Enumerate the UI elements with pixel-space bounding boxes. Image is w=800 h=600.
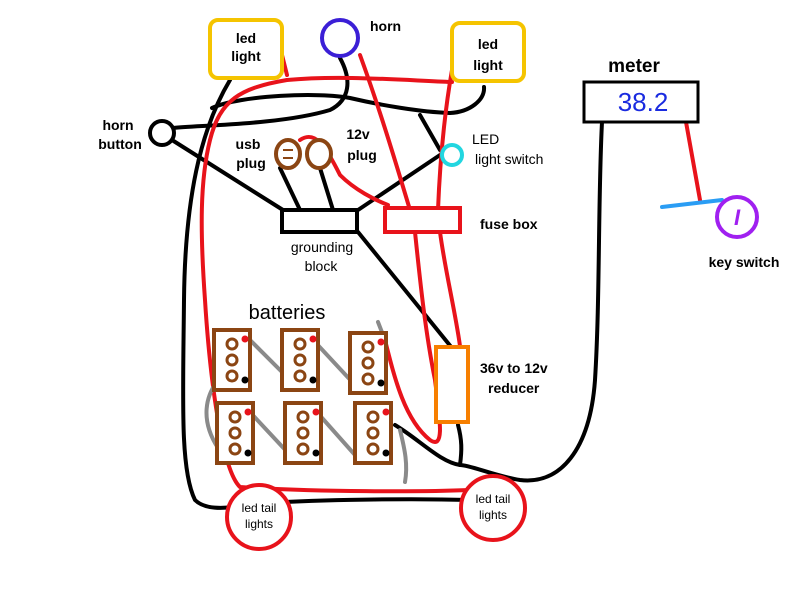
led-switch-label-2: light switch [475,151,543,167]
tail-right-label-1: led tail [476,492,511,506]
wire-red-meter-to-key [684,120,702,202]
wire-red-horn-to-fuse [358,53,412,212]
battery-positive-dot [312,408,320,416]
usb-plug-label-1: usb [236,136,261,152]
wire-light-to-switch [418,113,442,152]
wire-red-fuse-to-reducer [438,230,462,348]
grounding-block: grounding block [280,208,359,274]
meter-label: meter [608,56,660,77]
battery-cell [280,328,320,392]
battery-negative-dot [241,376,249,384]
led-tail-lights-right: led tail lights [459,474,527,542]
battery-positive-dot [377,338,385,346]
wire-12v-to-grounding [318,166,335,212]
battery-terminal [228,410,242,424]
battery-negative-dot [244,449,252,457]
battery-cells [212,328,393,465]
usb-plug-label-2: plug [236,155,266,171]
meter: meter 38.2 [582,56,700,124]
battery-terminal [293,353,307,367]
key-switch: I key switch [660,195,780,270]
battery-cell [212,328,252,392]
battery-terminal [225,337,239,351]
battery-terminal [296,426,310,440]
wire-horn-down [170,56,350,130]
led-light-right: led light [450,21,526,83]
horn: horn [320,18,401,58]
horn-label: horn [370,18,401,34]
batteries-label: batteries [249,302,326,324]
led-tail-lights-left: led tail lights [225,483,293,551]
battery-positive-dot [309,335,317,343]
battery-cell [353,401,393,465]
horn-button: horn button [98,117,176,152]
meter-value: 38.2 [618,87,669,117]
grounding-label-1: grounding [291,239,353,255]
wire-usb-to-grounding [278,166,302,212]
battery-cell [283,401,323,465]
fuse-box: fuse box [383,206,538,234]
reducer-label-2: reducer [488,380,540,396]
wire-grounding-to-reducer [356,230,454,350]
reducer: 36v to 12v reducer [434,345,548,424]
led-light-left-label-1: led [236,30,256,46]
wire-top-black-crossbar [210,85,486,115]
usb-plug: usb plug [236,136,302,171]
battery-terminal [366,442,380,456]
horn-button-label-2: button [98,136,142,152]
wire-battery-link-7 [398,428,409,484]
tail-right-label-2: lights [479,508,507,522]
wire-horn-button-to-grounding [170,138,285,212]
battery-terminal [228,442,242,456]
battery-terminal [366,410,380,424]
battery-terminal [296,442,310,456]
battery-positive-dot [244,408,252,416]
battery-negative-dot [382,449,390,457]
wire-switch-to-grounding [356,153,442,212]
reducer-label-1: 36v to 12v [480,360,548,376]
key-switch-label: key switch [709,254,780,270]
battery-negative-dot [309,376,317,384]
wire-meter-to-reducer [458,120,604,483]
led-light-right-label-1: led [478,36,498,52]
key-switch-symbol: I [734,205,741,230]
battery-terminal [293,337,307,351]
wire-red-right-light-to-fuse [436,68,454,212]
battery-terminal [366,426,380,440]
plug-12v-label-2: plug [347,147,377,163]
battery-terminal [296,410,310,424]
horn-button-label-1: horn [102,117,133,133]
led-light-right-label-2: light [473,57,503,73]
batteries: batteries [212,302,393,465]
battery-negative-dot [312,449,320,457]
battery-terminal [225,369,239,383]
battery-terminal [293,369,307,383]
grounding-label-2: block [305,258,339,274]
battery-positive-dot [241,335,249,343]
wire-red-usb-to-fuse [298,134,390,207]
battery-terminal [228,426,242,440]
wire-red-main-loop [199,78,472,494]
battery-cell [348,331,388,395]
wire-red-fuse-to-battery [383,230,442,444]
wire-left-light-to-left-tail [181,78,234,510]
plug-12v-label-1: 12v [346,126,370,142]
tail-left-label-2: lights [245,517,273,531]
led-light-left: led light [208,18,284,80]
battery-negative-dot [377,379,385,387]
led-switch-label-1: LED [472,131,499,147]
tail-left-label-1: led tail [242,501,277,515]
battery-terminal [361,372,375,386]
fuse-box-label: fuse box [480,216,538,232]
led-light-switch: LED light switch [440,131,543,167]
battery-terminal [361,356,375,370]
battery-cell [215,401,255,465]
plug-12v: 12v plug [305,126,377,170]
led-light-left-label-2: light [231,48,261,64]
battery-terminal [225,353,239,367]
battery-positive-dot [382,408,390,416]
battery-terminal [361,340,375,354]
